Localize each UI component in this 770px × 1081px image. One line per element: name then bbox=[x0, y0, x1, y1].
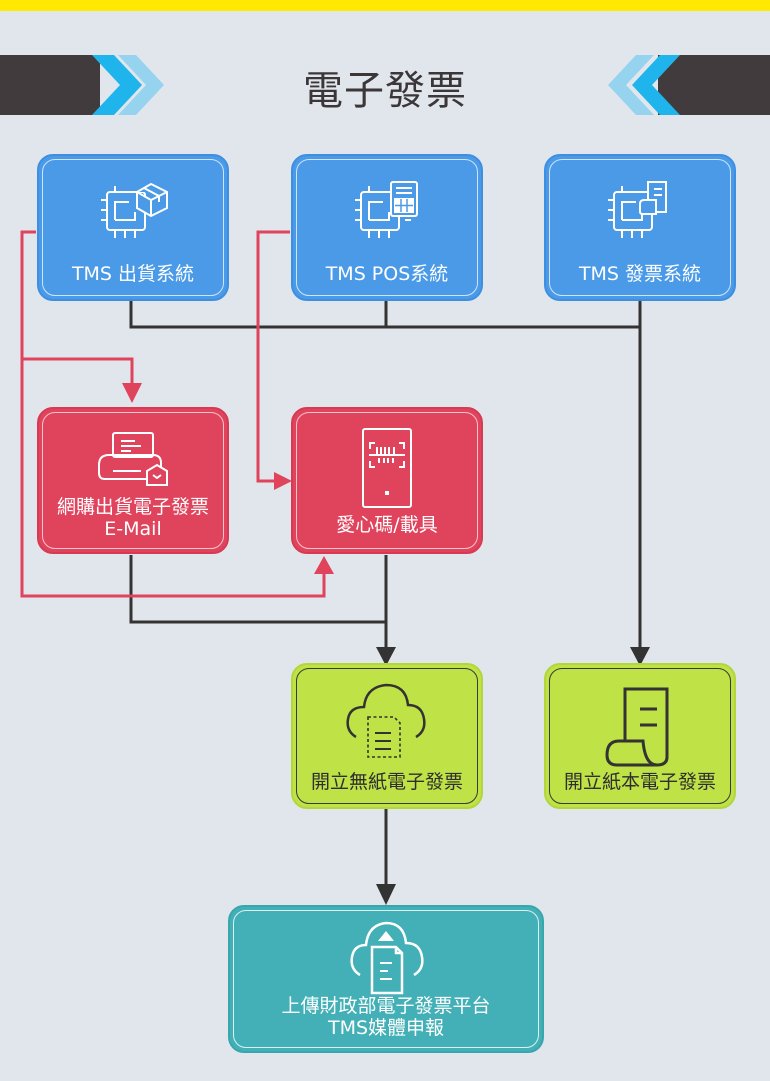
node-label: TMS POS系統 bbox=[325, 263, 449, 285]
cloud-document-icon bbox=[293, 677, 481, 761]
node-upload-platform: 上傳財政部電子發票平台 TMS媒體申報 bbox=[228, 905, 544, 1053]
page-title: 電子發票 bbox=[303, 68, 467, 114]
connector-shipping-email bbox=[20, 230, 326, 598]
node-shipping-system: TMS 出貨系統 bbox=[37, 154, 229, 301]
printer-mail-icon bbox=[39, 429, 227, 495]
connector-shipping-bus bbox=[129, 300, 640, 329]
node-paper-invoice: 開立紙本電子發票 bbox=[544, 663, 736, 809]
banner-right bbox=[658, 55, 770, 115]
node-label: 網購出貨電子發票 bbox=[56, 496, 209, 518]
node-label: TMS 出貨系統 bbox=[71, 263, 195, 285]
arrow-head bbox=[630, 647, 650, 666]
chevron-right-icon bbox=[118, 55, 164, 115]
banner-left bbox=[0, 55, 100, 115]
chevron-left-icon bbox=[608, 55, 654, 115]
node-label-sub: E-Mail bbox=[104, 518, 162, 540]
connector-pos-carrier bbox=[256, 230, 290, 483]
node-paperless-invoice: 開立無紙電子發票 bbox=[291, 663, 483, 809]
node-label: TMS 發票系統 bbox=[578, 263, 702, 285]
node-carrier: 愛心碼/載具 bbox=[291, 407, 483, 554]
chip-calculator-icon bbox=[293, 178, 481, 244]
phone-barcode-icon bbox=[293, 425, 481, 511]
chevron-left-icon bbox=[632, 55, 680, 115]
cloud-upload-document-icon bbox=[230, 919, 542, 995]
node-pos-system: TMS POS系統 bbox=[291, 154, 483, 301]
arrow-head bbox=[314, 556, 334, 574]
node-label: 開立無紙電子發票 bbox=[310, 771, 463, 793]
node-label: 開立紙本電子發票 bbox=[563, 771, 716, 793]
arrow-head bbox=[122, 383, 142, 403]
node-label: 愛心碼/載具 bbox=[336, 514, 438, 536]
arrow-head bbox=[376, 647, 396, 666]
chip-receipt-icon bbox=[546, 178, 734, 244]
node-invoice-system: TMS 發票系統 bbox=[544, 154, 736, 301]
paper-scroll-icon bbox=[546, 679, 734, 769]
node-online-email-invoice: 網購出貨電子發票 E-Mail bbox=[37, 407, 229, 554]
node-label: 上傳財政部電子發票平台 bbox=[281, 995, 491, 1017]
arrow-head bbox=[376, 884, 396, 905]
chip-box-icon bbox=[39, 178, 227, 244]
connector-shipping-to-email-branch bbox=[22, 357, 134, 385]
arrow-head bbox=[274, 472, 292, 490]
connector-email-paperless bbox=[129, 555, 386, 624]
node-label-sub: TMS媒體申報 bbox=[327, 1017, 445, 1039]
chevron-right-icon bbox=[92, 55, 142, 115]
top-accent-bar bbox=[0, 0, 770, 11]
